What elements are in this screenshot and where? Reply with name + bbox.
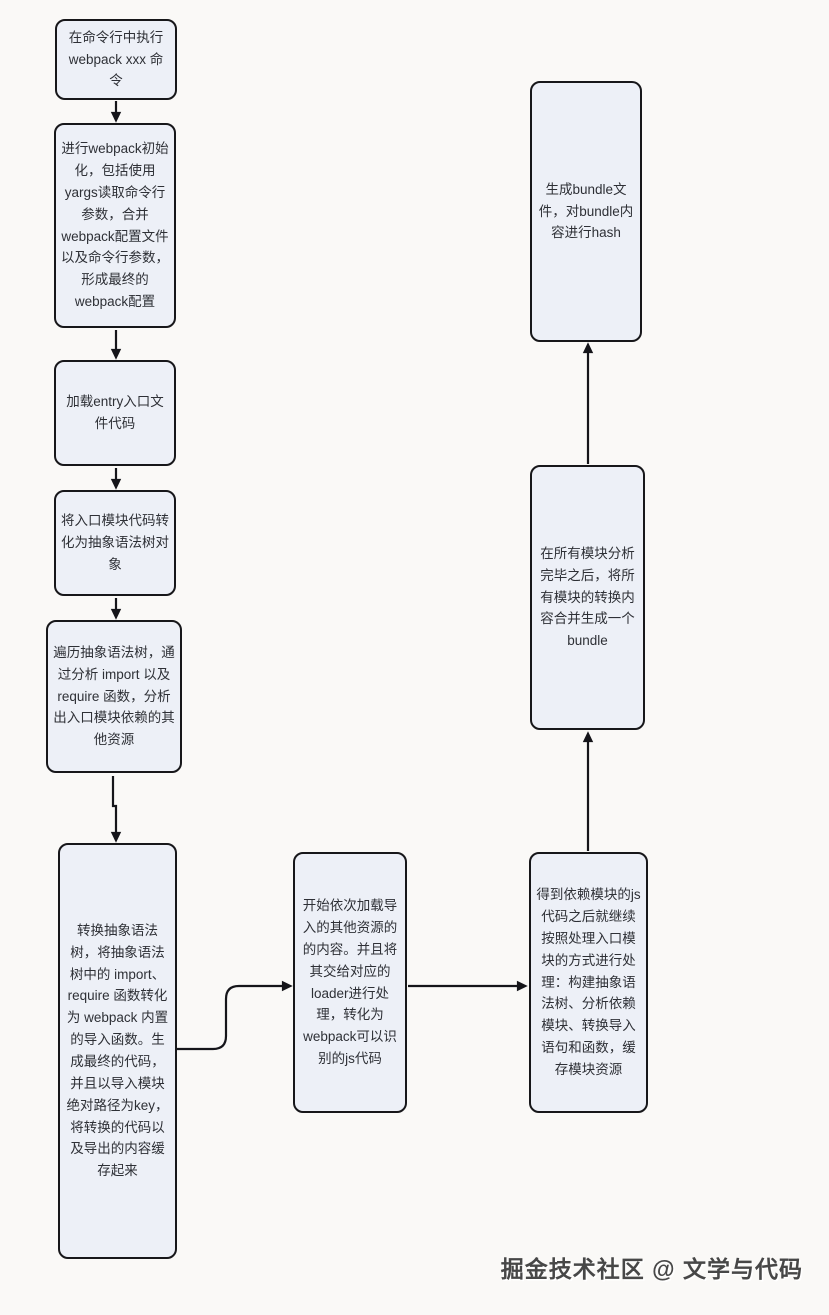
node-transform-ast: 转换抽象语法树，将抽象语法树中的 import、 require 函数转化为 w…	[58, 843, 177, 1259]
connector-traverse-to-transform	[110, 776, 122, 843]
node-entry-to-ast: 将入口模块代码转化为抽象语法树对象	[54, 490, 176, 596]
node-emit-bundle: 生成bundle文件，对bundle内容进行hash	[530, 81, 642, 342]
node-load-deps: 开始依次加载导入的其他资源的的内容。并且将其交给对应的loader进行处理，转化…	[293, 852, 407, 1113]
node-load-entry: 加载entry入口文件代码	[54, 360, 176, 466]
node-traverse-ast: 遍历抽象语法树，通过分析 import 以及 require 函数，分析出入口模…	[46, 620, 182, 773]
node-process-deps: 得到依赖模块的js代码之后就继续按照处理入口模块的方式进行处理：构建抽象语法树、…	[529, 852, 648, 1113]
node-run-command: 在命令行中执行 webpack xxx 命令	[55, 19, 177, 100]
node-merge-bundle: 在所有模块分析完毕之后，将所有模块的转换内容合并生成一个 bundle	[530, 465, 645, 730]
watermark-text: 掘金技术社区 @ 文学与代码	[500, 1256, 803, 1282]
node-init-webpack: 进行webpack初始化，包括使用yargs读取命令行参数，合并webpack配…	[54, 123, 176, 328]
connector-transform-to-load	[177, 980, 293, 1051]
